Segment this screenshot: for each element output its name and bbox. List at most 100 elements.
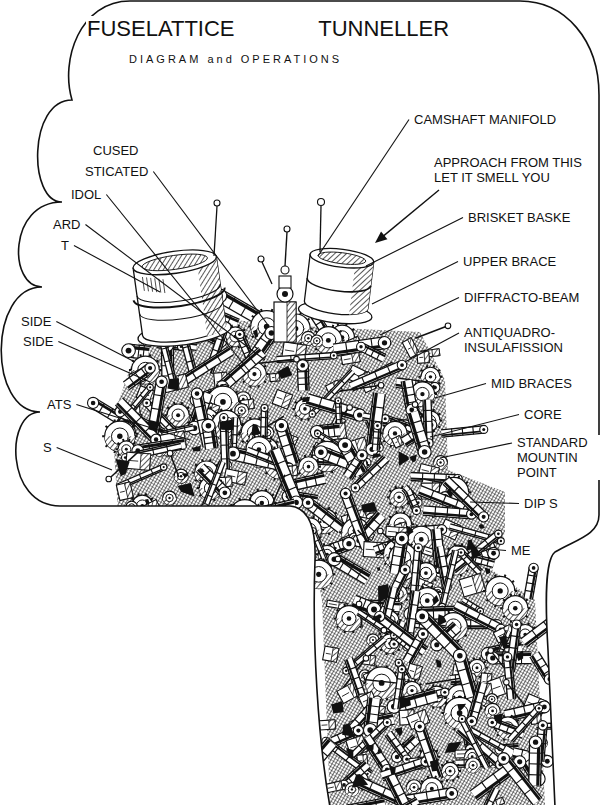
pipe [271, 450, 302, 509]
gear-axle [439, 461, 441, 463]
pipe-ring [338, 541, 342, 553]
pipe-bore [382, 340, 387, 345]
pipe-bore [460, 551, 463, 554]
pipe-ring [330, 518, 337, 527]
pipe-ring [318, 397, 322, 409]
pipe-bore [317, 433, 319, 435]
gear-tooth [257, 524, 259, 525]
pipe-cap [191, 388, 202, 399]
pipe-ring [285, 487, 297, 492]
housing-side [140, 453, 151, 470]
gear-axle [316, 572, 321, 577]
pipe-body [307, 399, 360, 415]
machine-body [88, 289, 599, 805]
gear-hub [416, 387, 429, 400]
pipe-ring [402, 387, 413, 389]
housing-side [281, 393, 292, 409]
pipe-ring [411, 584, 419, 586]
pipe-bore [415, 509, 418, 512]
pipe-cap [220, 414, 228, 422]
pipe-body [280, 509, 285, 536]
housing-seam [395, 441, 397, 443]
pipe-ring [403, 394, 414, 396]
gear-hub [172, 409, 184, 421]
housing-seam [408, 348, 411, 349]
pipe-shadow [271, 451, 293, 504]
pipe-ring [129, 377, 135, 385]
pipe-ring [248, 356, 256, 365]
pipe-ring [275, 503, 278, 515]
gear-tooth [256, 515, 259, 517]
gear-hub [420, 567, 432, 579]
pipe-ring [290, 355, 292, 362]
pipe-ring [473, 565, 478, 570]
pipe-bore [145, 402, 148, 405]
pipe [328, 553, 370, 580]
housing-side [236, 471, 247, 485]
pipe-body [351, 365, 402, 387]
pipe-ring [526, 583, 535, 585]
pipe-edge [205, 462, 223, 508]
pipe-ring [408, 499, 415, 502]
gear-tooth [145, 516, 148, 518]
pipe-ring [461, 527, 463, 534]
gear-shade [132, 506, 153, 517]
pipe-cap [122, 344, 136, 358]
pipe-cap [219, 487, 231, 499]
housing [126, 452, 151, 470]
housing-side [124, 482, 133, 499]
pipe-ring [487, 558, 489, 566]
gear-axle [308, 528, 312, 532]
pipe-shadow [454, 535, 499, 571]
pipe-cap [357, 450, 368, 461]
housing-face [116, 482, 133, 501]
pipe-bore [283, 534, 287, 538]
pipe-bore [238, 333, 241, 336]
pipe-body [446, 481, 483, 517]
pipe-ring [285, 501, 288, 513]
pipe-bore [163, 466, 165, 468]
rod-shaft [257, 359, 297, 363]
pipe-bore [126, 348, 132, 354]
pipe-ring [152, 448, 154, 455]
pipe [441, 425, 488, 436]
pipe-bore [159, 379, 164, 384]
gear-rim [299, 457, 319, 477]
pipe-ring [168, 373, 175, 375]
gear [163, 491, 177, 505]
gear [311, 335, 323, 347]
pipe-ring [362, 377, 366, 386]
housing-seam [277, 397, 283, 399]
pipe-ring [409, 420, 421, 424]
pipe-ring [274, 460, 286, 465]
rod-knob [412, 402, 418, 408]
pipe [351, 457, 386, 492]
pipe [201, 461, 222, 510]
gear-axle [425, 598, 430, 603]
gear [227, 498, 263, 532]
pipe-bore [222, 490, 227, 495]
pipe-ring [328, 450, 333, 462]
pipe-ring [528, 575, 537, 577]
pipe-cap [143, 399, 151, 407]
pipe-cap [418, 445, 431, 458]
rod-knob [347, 405, 353, 411]
pipe-cap [309, 411, 315, 417]
pipe-ring [335, 406, 341, 407]
pipe-ring [373, 437, 381, 439]
pipe-bore [346, 541, 351, 546]
housing-seam [422, 470, 429, 472]
pipe-cap [328, 553, 341, 566]
pipe-ring [368, 470, 374, 476]
pipe-bore [409, 407, 414, 412]
rod [335, 556, 367, 580]
pipe-cap [480, 425, 488, 433]
pipe-cap [351, 484, 359, 492]
pipe-cap [374, 422, 382, 430]
rod-knob [167, 450, 173, 456]
rod [339, 382, 384, 391]
pipe-ring [387, 366, 391, 375]
pipe-ring [434, 506, 436, 516]
gear-tooth [230, 524, 232, 525]
gear-rim [311, 335, 323, 347]
